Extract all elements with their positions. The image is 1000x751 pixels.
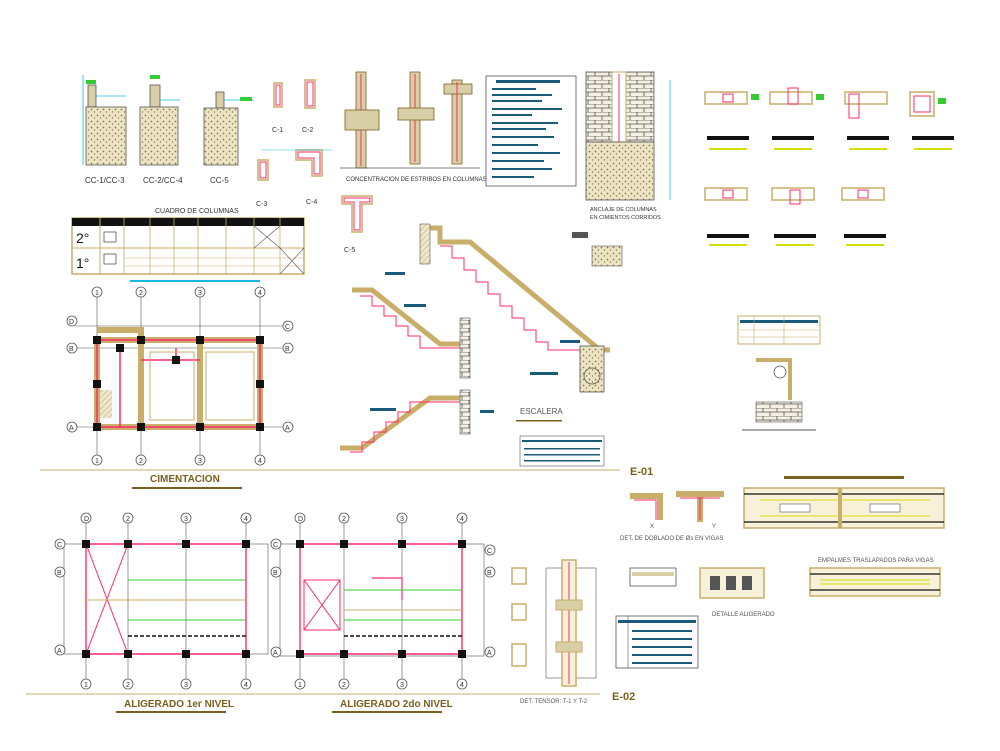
slab-plan-first-floor: D 2 3 4 1 2 3 4 C B A ALIGERADO 1er NIVE… (26, 512, 600, 713)
axis-bubble-top-1 (91, 286, 103, 298)
anchor-title-line2: EN CIMIENTOS CORRIDOS (590, 215, 661, 221)
general-notes-panel (485, 75, 577, 187)
slab-detail: DETALLE ALIGERADO (629, 567, 775, 618)
column-table-level-2: 2° (76, 230, 89, 246)
bending-mark-y: Y (712, 524, 716, 530)
slab1-axis-bottom-4: 4 (244, 682, 248, 689)
column-table-level-1: 1° (76, 255, 89, 271)
axis-label-b-left: B (69, 346, 74, 353)
footing-label-cc5: CC-5 (210, 176, 229, 185)
axis-label-bottom-4: 4 (258, 458, 262, 465)
stirrup-detail-title: CONCENTRACION DE ESTRIBOS EN COLUMNAS (346, 177, 487, 183)
slab1-axis-4: 4 (244, 516, 248, 523)
foundation-plan-title: CIMENTACION (150, 474, 220, 485)
slab2-axis-bottom-2: 2 (342, 682, 346, 689)
slab1-axis-b: B (57, 570, 62, 577)
slab2-axis-3: 3 (400, 516, 404, 523)
axis-label-1: 1 (95, 290, 99, 297)
slab1-axis-3: 3 (184, 516, 188, 523)
axis-bubble-top-4 (254, 286, 266, 298)
slab2-axis-d: D (298, 516, 303, 523)
foundation-plan: 1 2 3 4 1 2 3 4 A B D A B C CIMENTACION (40, 286, 620, 489)
footing-cc5 (203, 91, 254, 166)
axis-label-3: 3 (198, 290, 202, 297)
beam-splice-label: EMPALMES TRASLAPADOS PARA VIGAS (818, 558, 934, 564)
bending-mark-x: X (650, 524, 654, 530)
footing-label-cc2: CC-2/CC-4 (143, 176, 183, 185)
slab2-axis-bottom-4: 4 (460, 682, 464, 689)
stirrup-concentration-detail: CONCENTRACION DE ESTRIBOS EN COLUMNAS (340, 71, 487, 183)
slab2-axis-bottom-1: 1 (298, 682, 302, 689)
axis-label-d-left: D (69, 319, 74, 326)
beam-sections-row2 (704, 187, 886, 246)
slab1-axis-bottom-1: 1 (84, 682, 88, 689)
slab-detail-label: DETALLE ALIGERADO (712, 612, 775, 618)
footing-label-cc1: CC-1/CC-3 (85, 176, 125, 185)
slab1-axis-c: C (57, 542, 62, 549)
slab2-axis-4: 4 (460, 516, 464, 523)
slab2-axis-c-right: C (487, 548, 492, 555)
anchor-title-line1: ANCLAJE DE COLUMNAS (590, 207, 657, 213)
slab1-axis-d: D (84, 516, 89, 523)
axis-label-2: 2 (139, 290, 143, 297)
axis-label-c-right: C (285, 324, 290, 331)
slab2-axis-a-left: A (273, 650, 278, 657)
bending-detail-label: DET. DE DOBLADO DE Øs EN VIGAS (620, 536, 723, 542)
footing-details: CC-1/CC-3 CC-2/CC-4 CC-5 (82, 75, 254, 185)
axis-label-b-right: B (285, 346, 290, 353)
column-label-c4: C-4 (306, 199, 317, 206)
axis-label-4: 4 (258, 290, 262, 297)
slab-plan-2-title: ALIGERADO 2do NIVEL (340, 699, 453, 710)
beam-bending-details: X Y DET. DE DOBLADO DE Øs EN VIGAS EMPAL… (620, 476, 945, 597)
footing-cc2 (139, 75, 180, 166)
stair-title: ESCALERA (520, 407, 563, 416)
slab2-axis-bottom-3: 3 (400, 682, 404, 689)
column-label-c5: C-5 (344, 247, 355, 254)
slab1-axis-2: 2 (126, 516, 130, 523)
axis-label-bottom-1: 1 (95, 458, 99, 465)
slab-plan-second-floor: D 2 3 4 1 2 3 4 C B A C B A ALIGERADO 2d… (270, 512, 496, 713)
slab2-axis-c-left: C (273, 542, 278, 549)
slab2-axis-a-right: A (487, 650, 492, 657)
column-sections: C-1 C-2 C-3 C-4 C-5 (256, 79, 373, 254)
axis-label-bottom-2: 2 (139, 458, 143, 465)
slab1-axis-a: A (57, 648, 62, 655)
axis-bubble-top-2 (135, 286, 147, 298)
stair-details: ESCALERA (340, 223, 623, 467)
beam-sections-row1 (704, 87, 954, 150)
slab-plan-1-title: ALIGERADO 1er NIVEL (124, 699, 234, 710)
corbel-detail (737, 315, 821, 431)
column-table-title: CUADRO DE COLUMNAS (155, 208, 239, 215)
footing-cc1 (82, 75, 127, 166)
slab2-axis-2: 2 (342, 516, 346, 523)
slab1-axis-bottom-3: 3 (184, 682, 188, 689)
slab1-axis-bottom-2: 2 (126, 682, 130, 689)
slab2-axis-b-right: B (487, 570, 492, 577)
column-label-c1: C-1 (272, 127, 283, 134)
column-label-c3: C-3 (256, 201, 267, 208)
column-schedule-table: CUADRO DE COLUMNAS 2° 1° (71, 208, 305, 282)
tensor-detail-label: DET. TENSOR: T-1 Y T-2 (520, 699, 588, 705)
axis-bubble-top-3 (194, 286, 206, 298)
tensor-detail: DET. TENSOR: T-1 Y T-2 (511, 559, 699, 705)
slab2-axis-b-left: B (273, 570, 278, 577)
sheet-mark-e01: E-01 (630, 466, 653, 478)
axis-label-a-right: A (285, 425, 290, 432)
axis-label-a-left: A (69, 425, 74, 432)
column-label-c2: C-2 (302, 127, 313, 134)
sheet-mark-e02: E-02 (612, 691, 635, 703)
column-anchor-detail: ANCLAJE DE COLUMNAS EN CIMIENTOS CORRIDO… (585, 71, 671, 221)
axis-label-bottom-3: 3 (198, 458, 202, 465)
